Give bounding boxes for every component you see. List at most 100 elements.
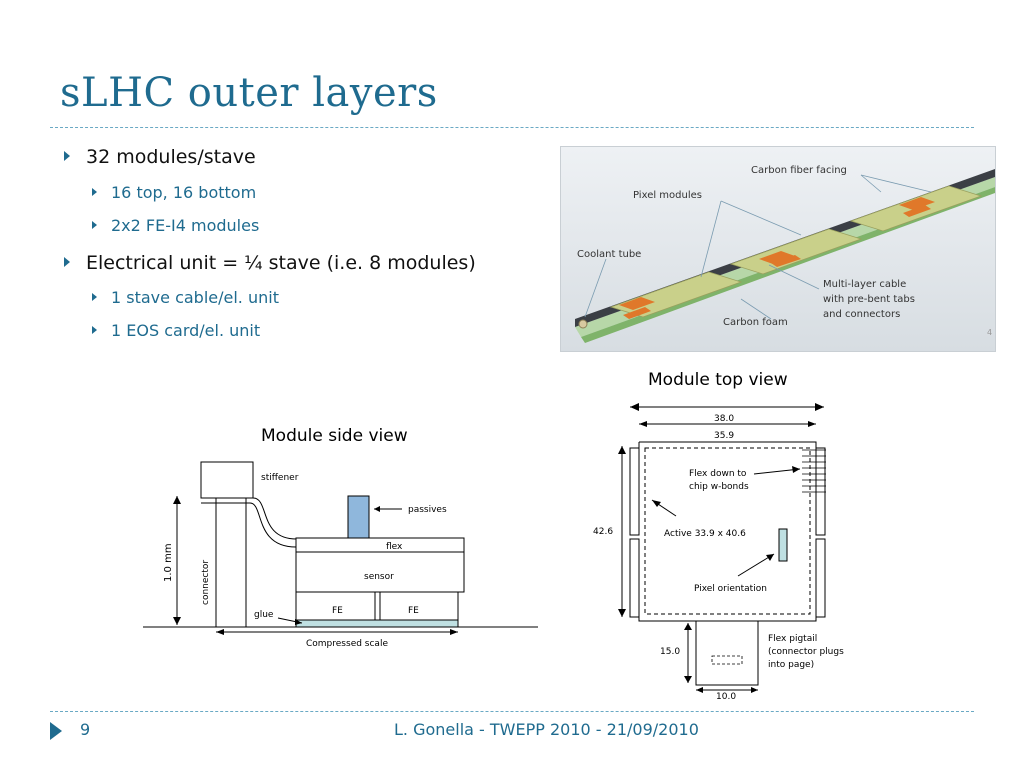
label-pixel-modules: Pixel modules <box>633 190 702 201</box>
arrow-head-icon <box>684 676 692 683</box>
pigtail-connector <box>711 655 743 665</box>
cable-tab <box>771 255 801 267</box>
arrow-head-icon <box>684 623 692 630</box>
glue-layer <box>295 619 459 628</box>
fe-chip-left <box>295 591 376 621</box>
coolant-tube-end <box>578 319 588 329</box>
label-flex-down-1: Flex down to <box>689 469 747 479</box>
bullet-marker-icon <box>64 150 70 161</box>
label-dim-10: 10.0 <box>716 692 736 702</box>
bullet-level2: 2x2 FE-I4 modules <box>92 216 259 235</box>
label-cable-line1: Multi-layer cable <box>823 279 906 290</box>
arrow-head-icon <box>173 496 181 504</box>
cable-tab <box>759 251 795 264</box>
arrow-head-icon <box>450 629 458 635</box>
label-active: Active 33.9 x 40.6 <box>664 529 746 539</box>
label-carbon-fiber: Carbon fiber facing <box>751 165 847 176</box>
arrow-head-icon <box>630 403 639 411</box>
arrow-head-icon <box>639 421 647 427</box>
fe-chip-right <box>379 591 459 621</box>
label-pigtail-2: (connector plugs <box>768 647 844 657</box>
bullet-marker-icon <box>92 187 97 196</box>
label-height: 1.0 mm <box>163 543 174 582</box>
bullet-level2: 1 stave cable/el. unit <box>92 288 279 307</box>
pixel-module <box>729 228 863 275</box>
flex-down-leader <box>753 468 801 475</box>
label-scale: Compressed scale <box>306 639 388 649</box>
arrow-head-icon <box>808 421 816 427</box>
cable-tab <box>623 307 651 319</box>
label-leaders <box>584 174 932 320</box>
stiffener-block <box>200 461 254 499</box>
passives-component <box>347 495 370 539</box>
chip-tab-right-bottom <box>815 538 826 618</box>
sensor-layer <box>295 551 465 593</box>
flex-pigtail <box>695 620 759 686</box>
stave-render-svg: Carbon fiber facing Pixel modules Coolan… <box>561 147 995 351</box>
label-dim-426: 42.6 <box>593 527 613 537</box>
label-dim-359: 35.9 <box>714 431 734 441</box>
arrow-head-icon <box>618 609 626 617</box>
flex-layer <box>295 537 465 553</box>
label-flex-down-2: chip w-bonds <box>689 482 749 492</box>
arrow-head-icon <box>815 403 824 411</box>
bullet-level2: 16 top, 16 bottom <box>92 183 256 202</box>
cable-tab <box>899 197 935 210</box>
chip-tab-left-top <box>629 447 640 536</box>
slide-title: sLHC outer layers <box>60 70 438 116</box>
label-pixel-orientation: Pixel orientation <box>694 584 767 594</box>
arrow-head-icon <box>295 619 302 625</box>
stave-render-image: Carbon fiber facing Pixel modules Coolan… <box>560 146 996 352</box>
arrow-head-icon <box>374 506 380 512</box>
label-glue: glue <box>254 610 274 620</box>
footer-text: L. Gonella - TWEPP 2010 - 21/09/2010 <box>394 720 699 739</box>
arrow-head-icon <box>751 687 758 693</box>
flex-curve-bottom <box>201 502 297 548</box>
label-carbon-foam: Carbon foam <box>723 317 788 328</box>
cable-tab <box>619 297 655 310</box>
bullet-level2: 1 EOS card/el. unit <box>92 321 260 340</box>
label-fe-right: FE <box>408 606 419 616</box>
label-passives: passives <box>408 505 447 515</box>
flex-curve-top <box>201 497 464 540</box>
bullet-marker-icon <box>92 292 97 301</box>
label-dim-38: 38.0 <box>714 414 734 424</box>
module-top-view: Module top view 38.0 35.9 42.6 Flex down… <box>593 370 844 702</box>
side-view-title: Module side view <box>261 426 408 446</box>
label-flex: flex <box>386 542 403 552</box>
arrow-head-icon <box>216 629 224 635</box>
label-connector: connector <box>201 560 211 605</box>
top-view-title: Module top view <box>648 370 788 390</box>
label-cable-line3: and connectors <box>823 309 900 320</box>
bullet-marker-icon <box>64 256 70 267</box>
bullet-marker-icon <box>92 325 97 334</box>
arrow-head-icon <box>618 446 626 454</box>
label-stiffener: stiffener <box>261 473 299 483</box>
arrow-head-icon <box>696 687 703 693</box>
page-number: 9 <box>80 720 91 739</box>
label-pigtail-1: Flex pigtail <box>768 634 817 644</box>
active-area <box>644 447 811 615</box>
label-sensor: sensor <box>364 572 394 582</box>
footer-divider <box>50 711 974 712</box>
label-pigtail-3: into page) <box>768 660 814 670</box>
label-fe-left: FE <box>332 606 343 616</box>
arrow-head-icon <box>173 617 181 625</box>
label-coolant-tube: Coolant tube <box>577 249 641 260</box>
connector-block <box>215 497 247 628</box>
corner-number: 4 <box>987 328 992 337</box>
arrow-head-icon <box>652 500 661 507</box>
title-divider <box>50 127 974 128</box>
module-outline-bottom <box>638 539 817 622</box>
arrow-head-icon <box>792 466 800 473</box>
arrow-head-icon <box>766 554 774 561</box>
bullet-level1: Electrical unit = ¼ stave (i.e. 8 module… <box>64 252 476 274</box>
module-side-view: Module side view stiffener connector fle… <box>143 426 538 649</box>
wire-bond-lines <box>802 449 826 493</box>
cable-tab <box>903 205 931 217</box>
chip-tab-right-top <box>815 447 826 536</box>
label-cable-line2: with pre-bent tabs <box>823 294 915 305</box>
bullet-level1: 32 modules/stave <box>64 146 256 168</box>
bullet-marker-icon <box>92 220 97 229</box>
chip-tab-left-bottom <box>629 538 640 618</box>
